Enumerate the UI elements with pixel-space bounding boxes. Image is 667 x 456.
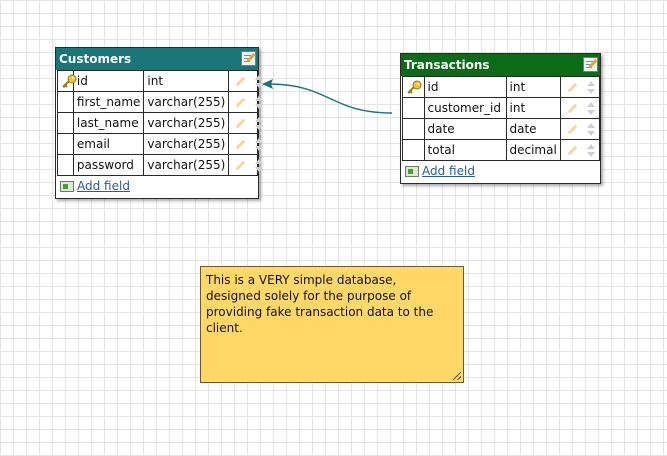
key-cell (402, 97, 425, 119)
pencil-icon[interactable] (567, 103, 578, 114)
key-cell (402, 76, 425, 98)
field-name: password (72, 154, 145, 176)
reorder-arrows-icon[interactable] (255, 117, 264, 130)
field-name: customer_id (423, 97, 507, 119)
pencil-icon[interactable] (567, 124, 578, 135)
reorder-arrows-icon[interactable] (255, 138, 264, 151)
note-text: This is a VERY simple database, designed… (206, 273, 434, 335)
resize-grip-icon[interactable] (453, 372, 461, 380)
reorder-arrows-icon[interactable] (586, 102, 596, 115)
pencil-icon[interactable] (235, 97, 246, 108)
field-name: total (423, 139, 507, 161)
reorder-arrows-icon[interactable] (255, 96, 264, 109)
reorder-arrows-icon[interactable] (255, 159, 264, 172)
field-controls (559, 97, 601, 119)
key-cell (57, 91, 74, 113)
field-type: varchar(255) (143, 91, 230, 113)
reorder-arrows-icon[interactable] (586, 81, 596, 94)
pencil-icon[interactable] (567, 82, 578, 93)
pencil-icon[interactable] (567, 145, 578, 156)
connector-line (267, 83, 393, 114)
field-type: decimal (505, 139, 561, 161)
reorder-arrows-icon[interactable] (586, 144, 596, 157)
field-controls (559, 76, 601, 98)
pencil-icon[interactable] (235, 160, 246, 171)
connector-arrowhead (262, 79, 273, 89)
transactions-footer: Add field (401, 161, 600, 183)
field-type: varchar(255) (143, 154, 230, 176)
field-type: varchar(255) (143, 133, 230, 155)
transactions-table-header[interactable]: Transactions (401, 54, 600, 76)
customers-add-field-link[interactable]: Add field (77, 179, 130, 193)
field-controls (228, 70, 264, 92)
transactions-table-title: Transactions (404, 58, 490, 72)
field-controls (559, 139, 601, 161)
key-cell (57, 112, 74, 134)
customers-table-title: Customers (59, 52, 132, 66)
add-field-icon[interactable] (60, 181, 74, 192)
field-type: int (143, 70, 230, 92)
field-controls (228, 133, 264, 155)
reorder-arrows-icon[interactable] (255, 75, 264, 88)
field-name: last_name (72, 112, 145, 134)
transactions-add-field-link[interactable]: Add field (422, 164, 475, 178)
key-cell (402, 118, 425, 140)
pencil-icon[interactable] (235, 139, 246, 150)
customers-footer: Add field (56, 176, 258, 198)
field-name: date (423, 118, 507, 140)
field-controls (228, 112, 264, 134)
sticky-note[interactable]: This is a VERY simple database, designed… (200, 266, 464, 383)
field-controls (228, 91, 264, 113)
field-name: email (72, 133, 145, 155)
add-field-icon[interactable] (405, 166, 419, 177)
field-controls (228, 154, 264, 176)
edit-table-icon[interactable] (241, 51, 256, 66)
field-name: first_name (72, 91, 145, 113)
reorder-arrows-icon[interactable] (586, 123, 596, 136)
field-name: id (72, 70, 145, 92)
field-type: int (505, 97, 561, 119)
key-cell (57, 70, 77, 92)
field-type: int (505, 76, 561, 98)
field-name: id (423, 76, 507, 98)
field-type: date (505, 118, 561, 140)
field-type: varchar(255) (143, 112, 230, 134)
customers-table-header[interactable]: Customers (56, 48, 258, 70)
key-cell (57, 154, 74, 176)
key-cell (57, 133, 74, 155)
pencil-icon[interactable] (235, 76, 246, 87)
edit-table-icon[interactable] (583, 57, 598, 72)
pencil-icon[interactable] (235, 118, 246, 129)
key-cell (402, 139, 425, 161)
field-controls (559, 118, 601, 140)
